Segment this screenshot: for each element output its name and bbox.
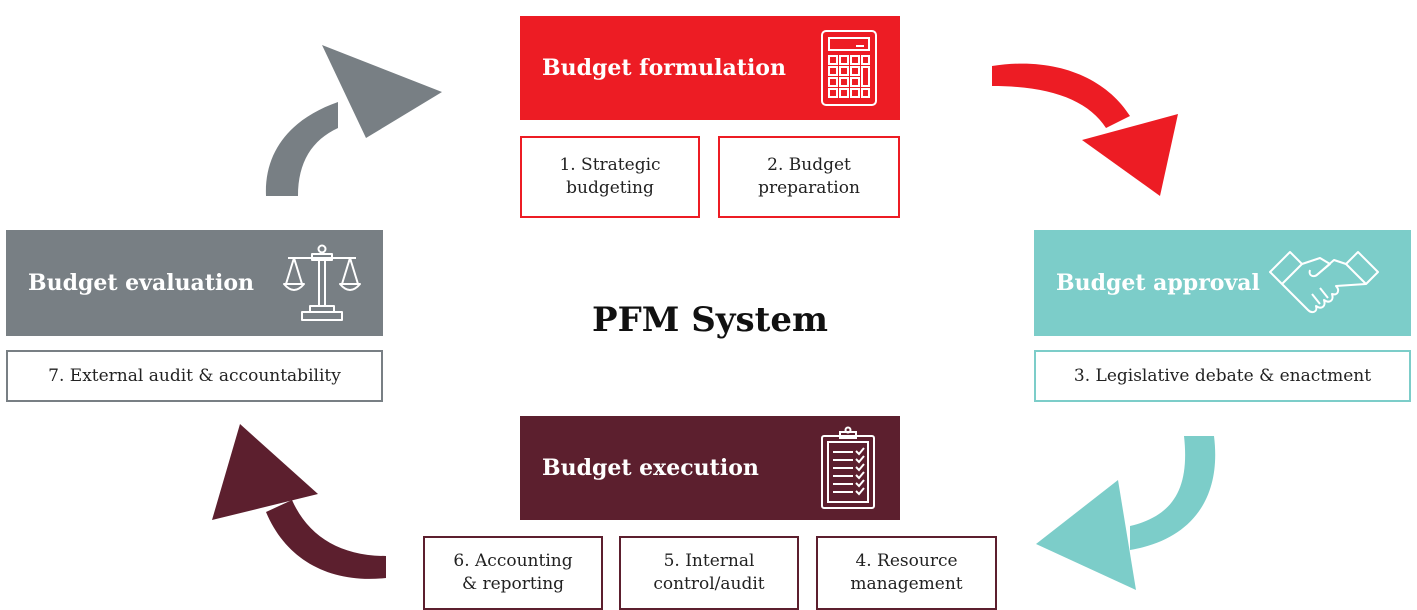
budget-evaluation-header: Budget evaluation: [6, 230, 383, 336]
scales-icon: [283, 244, 361, 321]
arrow-evaluation-to-formulation: [265, 45, 442, 196]
budget-evaluation-label: Budget evaluation: [28, 270, 255, 296]
clipboard-icon: [821, 426, 875, 509]
budget-approval-header: Budget approval: [1034, 230, 1411, 336]
step-internal-control-audit: 5. Internal control/audit: [619, 536, 799, 610]
arrow-approval-to-execution: [1036, 436, 1216, 590]
step-accounting-reporting: 6. Accounting & reporting: [423, 536, 603, 610]
arrow-formulation-to-approval: [992, 63, 1178, 196]
calculator-icon: [821, 30, 877, 106]
step-external-audit: 7. External audit & accountability: [6, 350, 383, 402]
budget-formulation-label: Budget formulation: [542, 55, 786, 81]
budget-approval-label: Budget approval: [1056, 270, 1260, 296]
arrow-execution-to-evaluation: [212, 424, 386, 579]
step-resource-management: 4. Resource management: [816, 536, 997, 610]
handshake-icon: [1269, 251, 1379, 314]
budget-execution-label: Budget execution: [542, 455, 759, 481]
step-budget-preparation: 2. Budget preparation: [718, 136, 900, 218]
step-strategic-budgeting: 1. Strategic budgeting: [520, 136, 700, 218]
budget-formulation-header: Budget formulation: [520, 16, 900, 120]
budget-execution-header: Budget execution: [520, 416, 900, 520]
diagram-title: PFM System: [592, 300, 828, 340]
step-legislative-debate: 3. Legislative debate & enactment: [1034, 350, 1411, 402]
